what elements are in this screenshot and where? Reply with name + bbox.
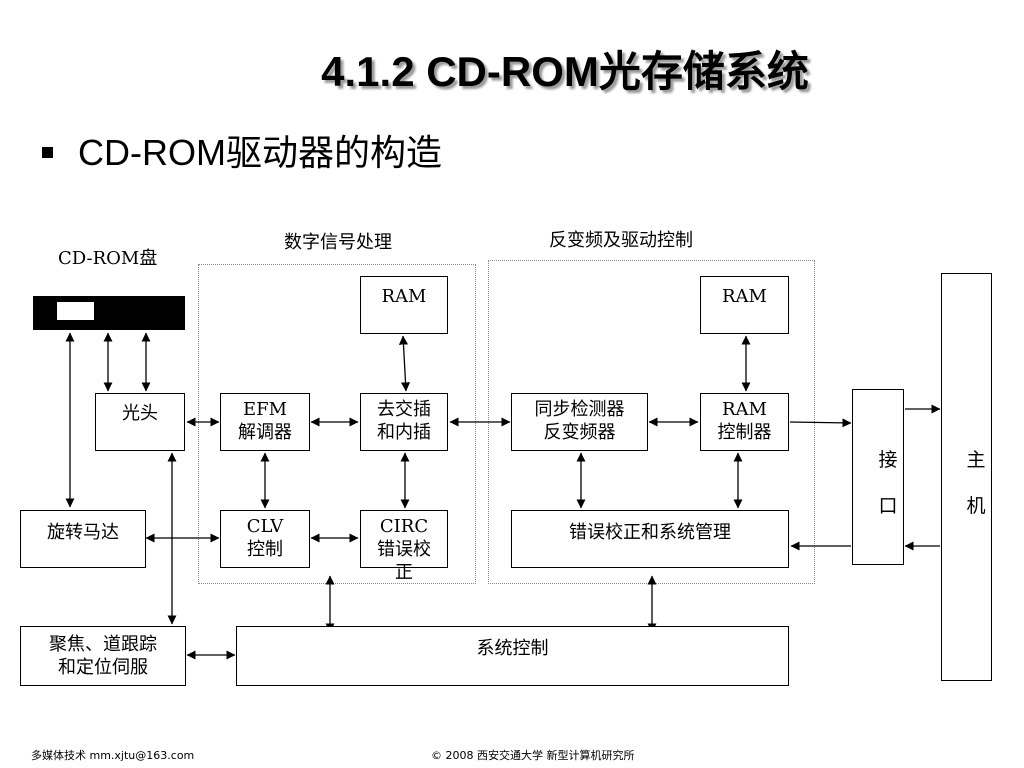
dsp-group-label: 数字信号处理 — [284, 232, 392, 253]
page-title: 4.1.2 CD-ROM光存储系统 — [321, 48, 809, 95]
clv-control-block: CLV 控制 — [220, 510, 310, 568]
optical-head-block: 光头 — [95, 393, 185, 451]
deinterleave-block: 去交插 和内插 — [360, 393, 448, 451]
arrow-ramctrl-interface — [789, 418, 852, 428]
bullet-marker — [42, 147, 53, 158]
ram-controller-block: RAM 控制器 — [700, 393, 789, 451]
efm-demodulator-block: EFM 解调器 — [220, 393, 310, 451]
footer-right: © 2008 西安交通大学 新型计算机研究所 — [431, 749, 635, 762]
inverse-group-label: 反变频及驱动控制 — [549, 230, 693, 251]
cd-rom-disc-window — [57, 302, 94, 320]
host-block — [941, 273, 992, 681]
system-control-block: 系统控制 — [236, 626, 789, 686]
interface-label-1: 接 — [878, 449, 898, 471]
ecc-system-block: 错误校正和系统管理 — [511, 510, 789, 568]
host-label-2: 机 — [966, 495, 986, 517]
inverse-ram-block: RAM — [700, 276, 789, 334]
footer-left: 多媒体技术 mm.xjtu@163.com — [31, 749, 195, 762]
arrow-ram-deinterleave — [398, 335, 411, 392]
sync-detector-block: 同步检测器 反变频器 — [511, 393, 648, 451]
host-label-1: 主 — [966, 449, 986, 471]
interface-label-2: 口 — [878, 495, 898, 517]
interface-block — [852, 389, 904, 565]
servo-block: 聚焦、道跟踪 和定位伺服 — [20, 626, 186, 686]
bullet-heading: CD-ROM驱动器的构造 — [78, 132, 442, 173]
dsp-ram-block: RAM — [360, 276, 448, 334]
spindle-motor-block: 旋转马达 — [20, 510, 146, 568]
circ-block: CIRC 错误校 正 — [360, 510, 448, 583]
disc-label: CD-ROM盘 — [58, 248, 158, 269]
